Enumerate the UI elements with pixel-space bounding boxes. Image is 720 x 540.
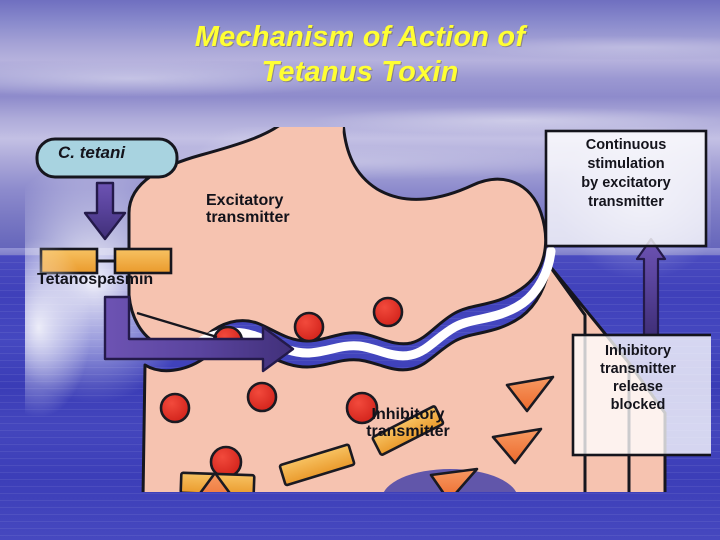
tetanospasmin-subunit [39,247,99,275]
callout-line: Inhibitory [604,343,672,359]
c-tetani-label: C. tetani [58,143,126,162]
excitatory-transmitter-vesicle [293,311,325,343]
callout-line: transmitter [588,194,664,210]
callout-line: blocked [610,397,666,413]
callout-line: Continuous [585,137,667,153]
tetanospasmin-label: Tetanospasmin [37,271,154,288]
tetanospasmin-subunit [113,247,173,275]
excitatory-transmitter-label: Excitatory transmitter [206,192,326,227]
callout-line: stimulation [587,156,665,172]
arrow-blocked-to-stimulation [635,237,667,337]
slide-title-line1: Mechanism of Action of [194,21,526,53]
slide-title-line2: Tetanus Toxin [261,56,459,88]
inhibitory-transmitter-label-line2: transmitter [366,423,450,441]
callout-line: release [613,379,663,395]
callout-continuous-stimulation-text: Continuous stimulation by excitatory tra… [556,136,696,212]
excitatory-transmitter-label-line2: transmitter [206,209,290,227]
excitatory-transmitter-vesicle [246,381,278,413]
callout-line: by excitatory [581,175,671,191]
callout-inhibitory-blocked-text: Inhibitory transmitter release blocked [580,342,696,414]
excitatory-transmitter-vesicle [372,296,404,328]
inhibitory-transmitter-label: Inhibitory transmitter [338,406,478,441]
tetanospasmin-molecule [39,247,173,275]
arrow-ctetani-to-toxin [83,181,127,241]
excitatory-transmitter-vesicle [159,392,191,424]
slide-title: Mechanism of Action of Tetanus Toxin [0,20,720,90]
inhibitory-transmitter-label-line1: Inhibitory [371,406,445,423]
excitatory-transmitter-label-line1: Excitatory [206,192,284,209]
callout-line: transmitter [600,361,676,377]
